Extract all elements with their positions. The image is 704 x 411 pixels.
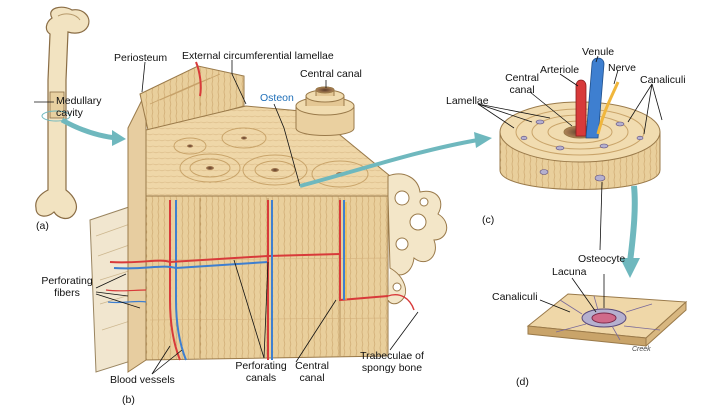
lacuna-slab [526,293,688,348]
label-perforating-fibers: Perforating fibers [41,275,93,299]
label-external-circumferential-lamellae: External circumferential lamellae [182,50,334,62]
artist-signature: Creek [632,346,651,353]
arrow-b-to-c [299,138,479,188]
blood-vessels [105,200,415,361]
label-periosteum: Periosteum [114,52,168,64]
arrow-c-head [620,258,640,278]
label-canaliculi-c: Canaliculi [640,74,686,86]
label-central-canal-top: Central canal [300,68,362,80]
label-lacuna: Lacuna [552,266,587,278]
leader-lines-b [34,60,419,375]
label-central-canal-c: Central canal [505,72,539,96]
panel-label-b: (b) [122,394,135,406]
label-lamellae: Lamellae [446,95,489,107]
label-trabeculae-of-spongy-bone: Trabeculae of spongy bone [360,350,424,374]
label-osteocyte: Osteocyte [578,253,626,265]
label-arteriole: Arteriole [540,64,580,76]
leader-lines-c [477,55,663,251]
panel-label-a: (a) [36,220,49,232]
label-nerve: Nerve [608,62,637,74]
compact-bone-block [89,61,448,373]
label-canaliculi-d: Canaliculi [492,291,538,303]
arrow-b-head [474,132,492,148]
label-venule: Venule [582,46,615,58]
label-central-canal-bottom: Central canal [295,360,329,384]
label-perforating-canals: Perforating canals [235,360,287,384]
panel-label-c: (c) [482,214,495,226]
label-medullary-cavity-text: Medullary cavity [56,95,102,119]
arrow-a-to-b [60,117,117,141]
osteon-disc [499,57,661,190]
arrow-c-to-d [627,185,638,263]
leader-lines-d [539,274,605,313]
label-medullary-cavity: Medullary cavity [56,95,116,119]
spongy-bone [387,173,448,305]
label-osteon: Osteon [260,92,294,104]
arrow-a-head [112,130,126,146]
label-blood-vessels: Blood vessels [110,374,175,386]
femur-illustration [35,6,90,220]
raised-osteon [295,86,355,136]
panel-label-d: (d) [516,376,529,388]
